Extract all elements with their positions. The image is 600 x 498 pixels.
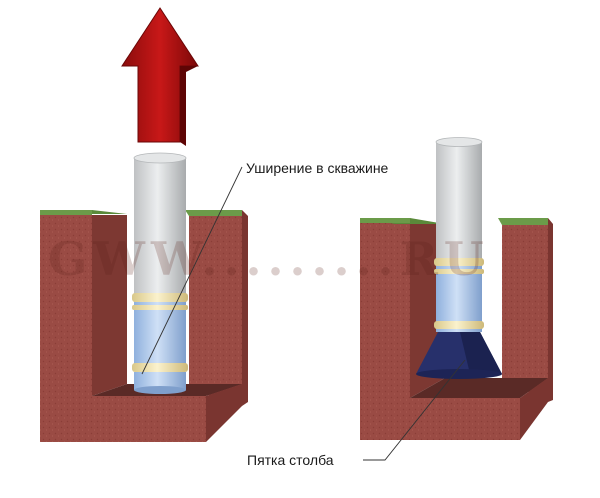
up-arrow-icon <box>121 7 199 146</box>
pile-top <box>133 152 187 164</box>
slab-side <box>520 378 548 440</box>
hole-inner-wall <box>92 215 127 396</box>
pile-blue-section <box>134 372 186 390</box>
callout-line-heel <box>363 359 466 461</box>
label-heel: Пятка столба <box>247 452 334 468</box>
pile-bottom <box>134 386 186 394</box>
right-soil-block <box>360 218 553 440</box>
pile-ring <box>434 258 484 266</box>
hole-floor <box>410 378 548 398</box>
left-wall-front <box>360 222 410 398</box>
pile-ring <box>434 269 484 274</box>
right-wall-front <box>502 224 548 402</box>
left-pile <box>132 152 188 394</box>
pile-body <box>436 142 482 262</box>
slab-front <box>40 396 206 442</box>
grass-strip <box>360 218 410 223</box>
pile-ring <box>434 321 484 329</box>
callout-line-widening <box>141 166 243 375</box>
grass-strip <box>40 210 92 215</box>
label-widening: Уширение в скважине <box>246 160 389 176</box>
block-side <box>242 210 248 406</box>
grass-strip <box>498 218 548 225</box>
grass-strip <box>185 210 242 216</box>
block-side <box>548 218 553 402</box>
pile-ring <box>132 293 188 302</box>
pile-heel-shade <box>460 332 502 374</box>
watermark: GWW.........RU <box>48 232 490 286</box>
slab-front <box>360 398 520 440</box>
right-wall-front <box>189 215 242 406</box>
pile-heel-base <box>416 369 502 379</box>
left-wall-front <box>40 213 92 396</box>
pile-ring <box>132 305 188 310</box>
pile-ring <box>132 363 188 372</box>
pile-top <box>435 137 483 147</box>
pile-body <box>134 158 186 298</box>
right-pile <box>416 137 502 379</box>
slab-side <box>206 384 242 442</box>
